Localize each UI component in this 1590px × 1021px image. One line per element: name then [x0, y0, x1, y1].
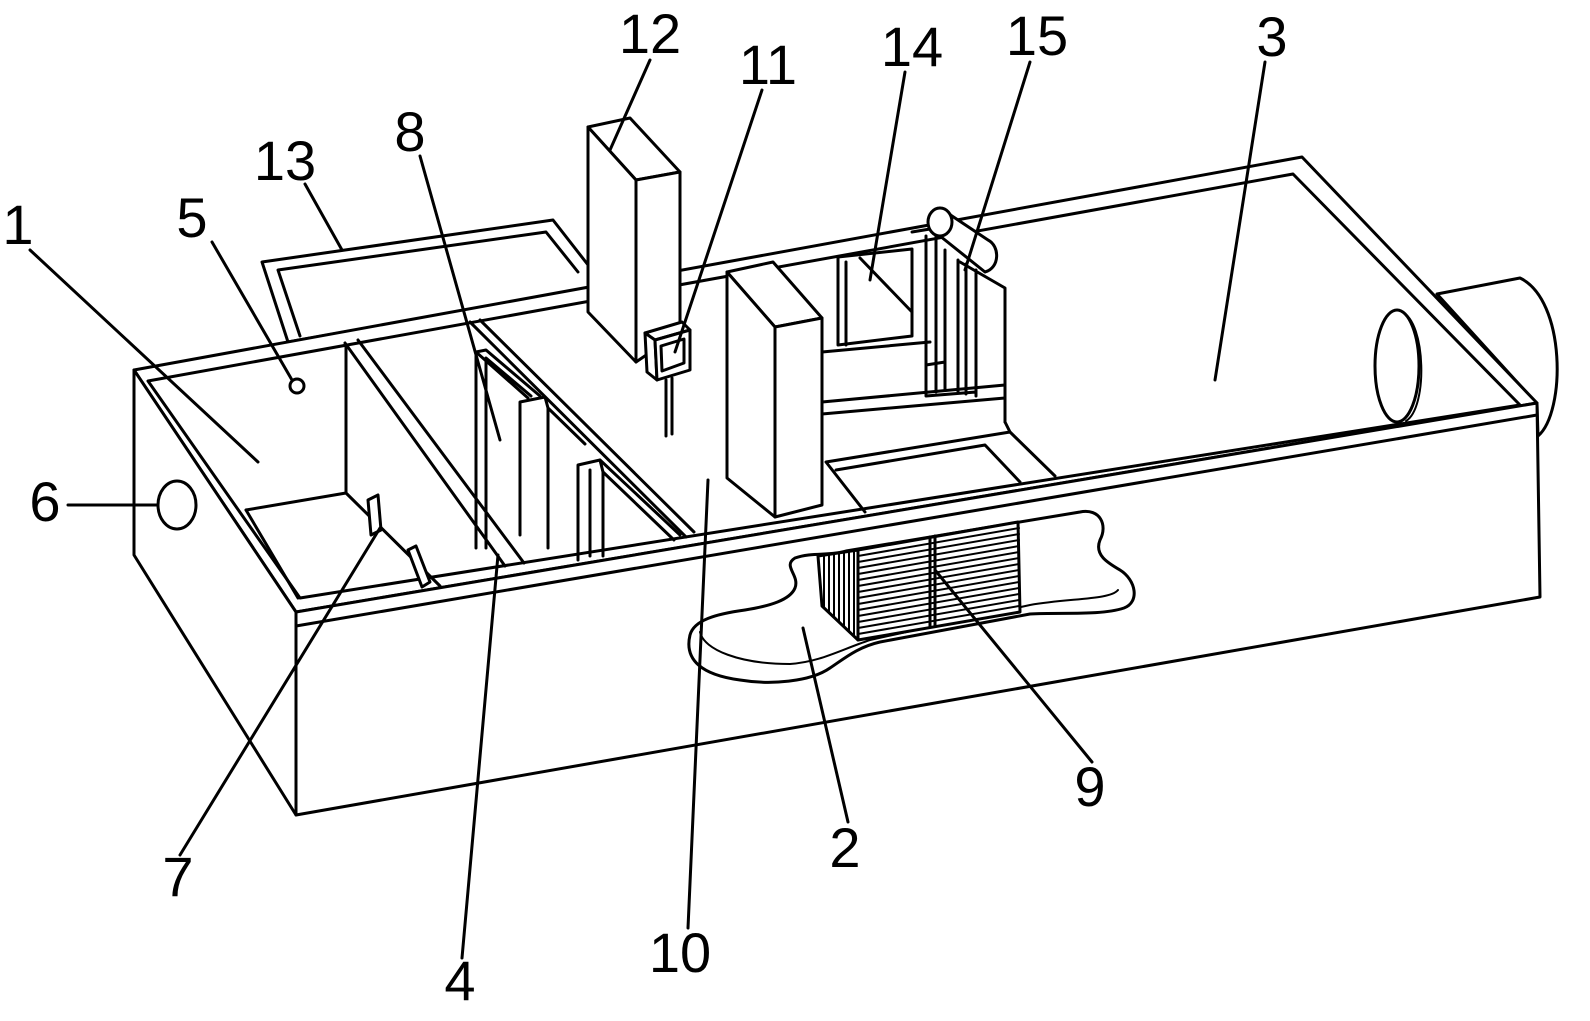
- leader-line-15: [963, 60, 1032, 272]
- filter-slat: [857, 569, 1020, 599]
- rod-11: [664, 376, 674, 438]
- leader-line-14: [868, 70, 907, 282]
- leader-line-13: [303, 182, 344, 252]
- filter-slat: [857, 551, 1020, 581]
- leader-line-9: [933, 568, 1094, 764]
- compartment-1-corner-edge: [244, 508, 300, 600]
- callout-label-12: 12: [619, 2, 681, 65]
- divider-wall: [468, 318, 696, 539]
- leader-line-8: [418, 154, 502, 442]
- callout-label-5: 5: [176, 186, 207, 249]
- callout-label-10: 10: [649, 921, 711, 984]
- filter-slat: [857, 539, 1020, 569]
- callout-label-11: 11: [739, 33, 797, 96]
- filter-slat: [857, 605, 1020, 635]
- callout-labels: 1 2 3 4 5 6 7 8 9 10 11 12 13 14 15: [2, 2, 1287, 1012]
- baffle-plate-b: [518, 395, 587, 550]
- callout-label-4: 4: [444, 949, 475, 1012]
- filter-slat: [857, 587, 1020, 617]
- pipe-opening-inner: [1373, 308, 1421, 424]
- callout-label-1: 1: [2, 193, 33, 256]
- filter-9-side-hatch: [823, 549, 855, 638]
- leader-line-7: [178, 526, 382, 857]
- box-11: [643, 320, 692, 438]
- slab-front: [773, 316, 824, 519]
- trough: [824, 420, 1057, 514]
- callout-label-15: 15: [1006, 4, 1068, 67]
- leader-line-12: [608, 58, 652, 152]
- filter-slat: [857, 593, 1020, 623]
- hole-5: [288, 377, 306, 395]
- leader-line-2: [801, 626, 850, 824]
- small-plate-7b: [406, 544, 432, 589]
- leader-line-5: [210, 240, 294, 382]
- compartment-2: [468, 318, 696, 562]
- leader-line-10: [686, 478, 710, 930]
- callout-label-9: 9: [1074, 755, 1105, 818]
- compartment-1-floor-edge: [244, 491, 348, 512]
- callout-label-3: 3: [1256, 5, 1287, 68]
- tank-front-rim-edge: [294, 413, 1539, 628]
- back-frame-13-inner-edge: [276, 230, 580, 338]
- frame-15: [910, 206, 1007, 424]
- small-plate-7a: [366, 493, 383, 537]
- column-12: [586, 116, 682, 364]
- box-11-front: [653, 328, 692, 382]
- filter-slat: [857, 581, 1020, 611]
- filter-9: [816, 520, 1022, 642]
- drum-15-end: [926, 206, 954, 238]
- cutaway-inner-edge: [699, 589, 1119, 665]
- filter-9-slats: [857, 527, 1020, 635]
- callout-label-8: 8: [394, 100, 425, 163]
- callout-label-13: 13: [254, 129, 316, 192]
- baffle-plate-c: [576, 458, 682, 562]
- pipe-opening-rim: [1401, 311, 1423, 422]
- leader-line-1: [28, 248, 260, 464]
- filter-slat: [857, 527, 1020, 557]
- compartment-1: [244, 343, 442, 600]
- opening-6: [156, 479, 198, 531]
- leader-line-3: [1213, 60, 1267, 382]
- filter-9-divider: [928, 534, 937, 629]
- drum-15-body: [938, 206, 999, 274]
- callout-label-2: 2: [829, 816, 860, 879]
- leader-line-11: [673, 88, 764, 354]
- leader-line-4: [460, 553, 500, 960]
- leader-lines: [28, 58, 1267, 960]
- callout-label-6: 6: [29, 470, 60, 533]
- callout-label-7: 7: [162, 845, 193, 908]
- filter-slat: [857, 545, 1020, 575]
- filter-slat: [857, 599, 1020, 629]
- filter-slat: [857, 533, 1020, 563]
- box-11-window: [659, 337, 686, 373]
- callout-label-14: 14: [881, 15, 943, 78]
- partition-wall-4: [343, 338, 526, 568]
- central-slab: [725, 260, 824, 519]
- outlet-pipe: [1435, 276, 1559, 438]
- filter-slat: [857, 563, 1020, 593]
- filter-slat: [857, 575, 1020, 605]
